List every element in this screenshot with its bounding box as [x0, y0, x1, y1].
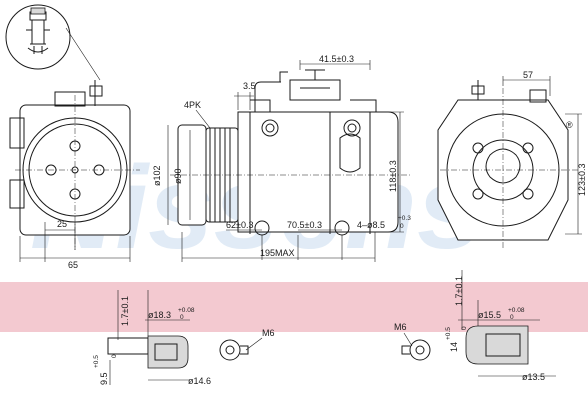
belt-type-label: 4PK: [184, 100, 201, 110]
width-left-inner-dim: 25: [57, 219, 67, 229]
port-left-bore-tol-plus: +0.08: [178, 307, 195, 314]
watermark-registered-mark: ®: [566, 120, 573, 130]
port-right-length-dim: 14: [449, 342, 459, 352]
width-left-dim: 65: [68, 260, 78, 270]
pulley-diameter-90-dim: ø90: [173, 168, 183, 184]
port-right-bore-tol-zero: 0: [510, 314, 514, 321]
mount-holes-dim: 4–ø8.5: [357, 220, 385, 230]
port-detail-right: M6 1.7±0.1 ø15.5 +0.08 0 14 +0.5 0 ø13.5: [394, 270, 556, 382]
side-view: 3.5 41.5±0.3 4PK ø102 ø90 118±0.3 62±0.3…: [152, 54, 411, 262]
rear-view: 57 123±0.3: [437, 70, 587, 248]
port-left-bore-dim: ø18.3: [148, 310, 171, 320]
port-left-length-tol-plus: +0.5: [93, 355, 100, 368]
port-left-thread-label: M6: [262, 328, 275, 338]
port-right-thread-label: M6: [394, 322, 407, 332]
port-left-bore-tol-zero: 0: [180, 314, 184, 321]
span-62-dim: 62±0.3: [226, 220, 253, 230]
mount-holes-tol-zero: 0: [400, 223, 404, 230]
connector-width-dim: 41.5±0.3: [319, 54, 354, 64]
port-detail-left: 1.7±0.1 ø18.3 +0.08 0 9.5 +0.5 0 ø14.6 M…: [93, 290, 275, 386]
connector-detail-view: [5, 4, 101, 81]
front-view: 25 65: [9, 80, 140, 270]
overall-length-dim: 195MAX: [260, 248, 295, 258]
pulley-diameter-102-dim: ø102: [152, 165, 162, 186]
port-left-inner-dim: ø14.6: [188, 376, 211, 386]
port-right-length-tol-plus: +0.5: [445, 327, 452, 340]
mount-holes-tol-plus: +0.3: [398, 215, 411, 222]
port-right-inner-dim: ø13.5: [522, 372, 545, 382]
port-right-length-tol-zero: 0: [461, 326, 468, 330]
port-right-bore-dim: ø15.5: [478, 310, 501, 320]
offset-3-5-dim: 3.5: [243, 81, 256, 91]
height-123-dim: 123±0.3: [577, 164, 587, 196]
port-left-depth-dim: 1.7±0.1: [120, 296, 130, 326]
port-left-length-dim: 9.5: [99, 372, 109, 385]
port-right-depth-dim: 1.7±0.1: [454, 276, 464, 306]
port-right-bore-tol-plus: +0.08: [508, 307, 525, 314]
span-70-5-dim: 70.5±0.3: [287, 220, 322, 230]
highlight-band: [0, 282, 588, 332]
port-left-length-tol-zero: 0: [111, 354, 118, 358]
rear-width-57-dim: 57: [523, 70, 533, 80]
height-118-dim: 118±0.3: [388, 160, 398, 192]
